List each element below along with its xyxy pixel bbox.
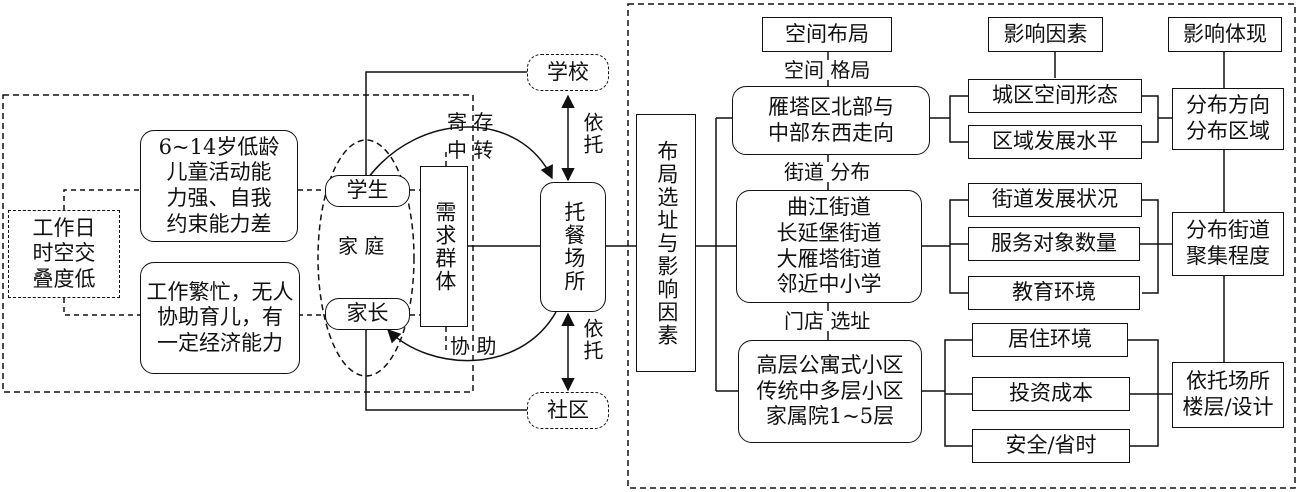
edge-label-street-distribution: 街道 分布 (782, 160, 873, 184)
family-ellipse (317, 139, 415, 377)
factor-box-2: 区域发展水平 (968, 125, 1142, 159)
center-box: 托餐场所 (540, 182, 606, 312)
effect-box-3: 依托场所 楼层/设计 (1172, 362, 1284, 428)
store-label: 寄 存 (447, 110, 494, 134)
assist-label: 协 助 (450, 334, 497, 358)
layout-box-1: 雁塔区北部与 中部东西走向 (732, 86, 930, 155)
factor-box-6: 居住环境 (972, 323, 1128, 357)
overlap-box: 工作日 时空交 叠度低 (8, 210, 120, 298)
parent-traits-box: 工作繁忙，无人 协助育儿，有 一定经济能力 (140, 262, 300, 374)
header-layout: 空间布局 (762, 17, 892, 52)
left-dashed-frame (2, 94, 474, 393)
rely-label-top: 依托 (580, 112, 604, 156)
school-box: 学校 (527, 54, 609, 91)
student-box: 学生 (325, 175, 410, 207)
demand-group-box: 需求群体 (420, 166, 468, 327)
layout-box-3: 高层公寓式小区 传统中多层小区 家属院1~5层 (738, 340, 922, 443)
main-factor-box: 布局选址与影响因素 (636, 114, 696, 372)
effect-box-1: 分布方向 分布区域 (1172, 88, 1284, 150)
factor-box-7: 投资成本 (972, 377, 1130, 411)
layout-box-2: 曲江街道 长延堡街道 大雁塔街道 邻近中小学 (736, 190, 922, 303)
parent-box: 家长 (325, 298, 410, 330)
factor-box-3: 街道发展状况 (968, 183, 1142, 217)
transfer-label: 中 转 (447, 138, 494, 162)
factor-box-8: 安全/省时 (972, 429, 1130, 463)
factor-box-5: 教育环境 (968, 276, 1140, 310)
child-traits-box: 6~14岁低龄 儿童活动能 力强、自我 约束能力差 (140, 130, 298, 242)
factor-box-1: 城区空间形态 (968, 79, 1142, 113)
effect-box-2: 分布街道 聚集程度 (1172, 212, 1284, 276)
header-factors: 影响因素 (988, 17, 1103, 52)
community-box: 社区 (527, 392, 609, 429)
header-effects: 影响体现 (1168, 17, 1282, 52)
edge-label-spatial-pattern: 空间 格局 (782, 58, 873, 82)
rely-label-bottom: 依托 (580, 318, 604, 362)
family-label: 家 庭 (338, 234, 385, 258)
factor-box-4: 服务对象数量 (968, 227, 1140, 261)
edge-label-store-location: 门店 选址 (782, 309, 873, 333)
